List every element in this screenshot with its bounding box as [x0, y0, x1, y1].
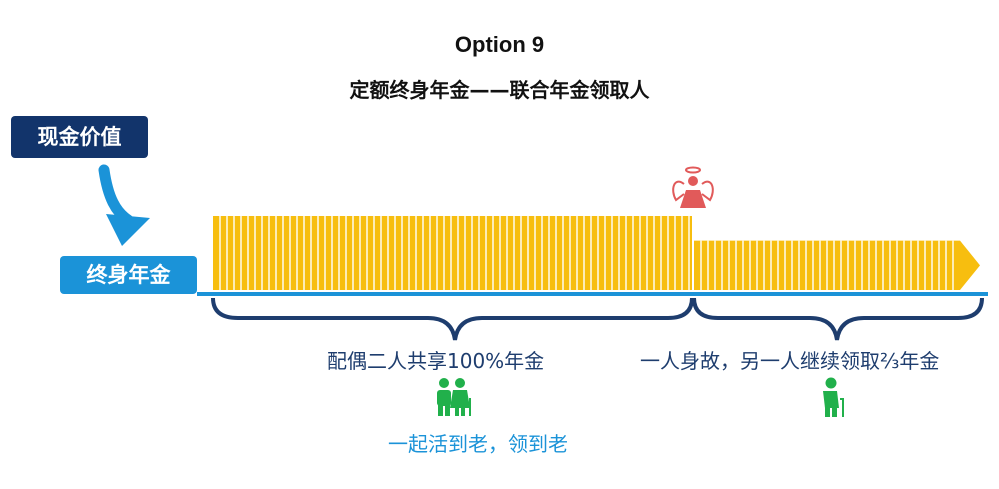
elderly-couple-icon	[437, 378, 471, 416]
elderly-person-icon	[823, 377, 844, 417]
caption-both-alive: 配偶二人共享100%年金	[327, 349, 545, 373]
caption-one-deceased: 一人身故，另一人继续领取⅔年金	[640, 349, 940, 373]
caption-together: 一起活到老，领到老	[388, 432, 568, 456]
full-annuity-bar	[213, 216, 692, 290]
page-title: Option 9	[454, 32, 545, 57]
brace-one-deceased	[692, 297, 984, 341]
life-annuity-label: 终身年金	[60, 256, 197, 294]
page-subtitle: 定额终身年金——联合年金领取人	[349, 78, 650, 102]
curved-arrow-icon	[98, 164, 150, 246]
brace-both-alive	[211, 297, 694, 341]
survivor-annuity-bar	[694, 240, 980, 290]
cash-value-label: 现金价值	[11, 116, 148, 158]
annuity-arrow-head	[960, 240, 980, 290]
angel-icon	[672, 166, 714, 208]
